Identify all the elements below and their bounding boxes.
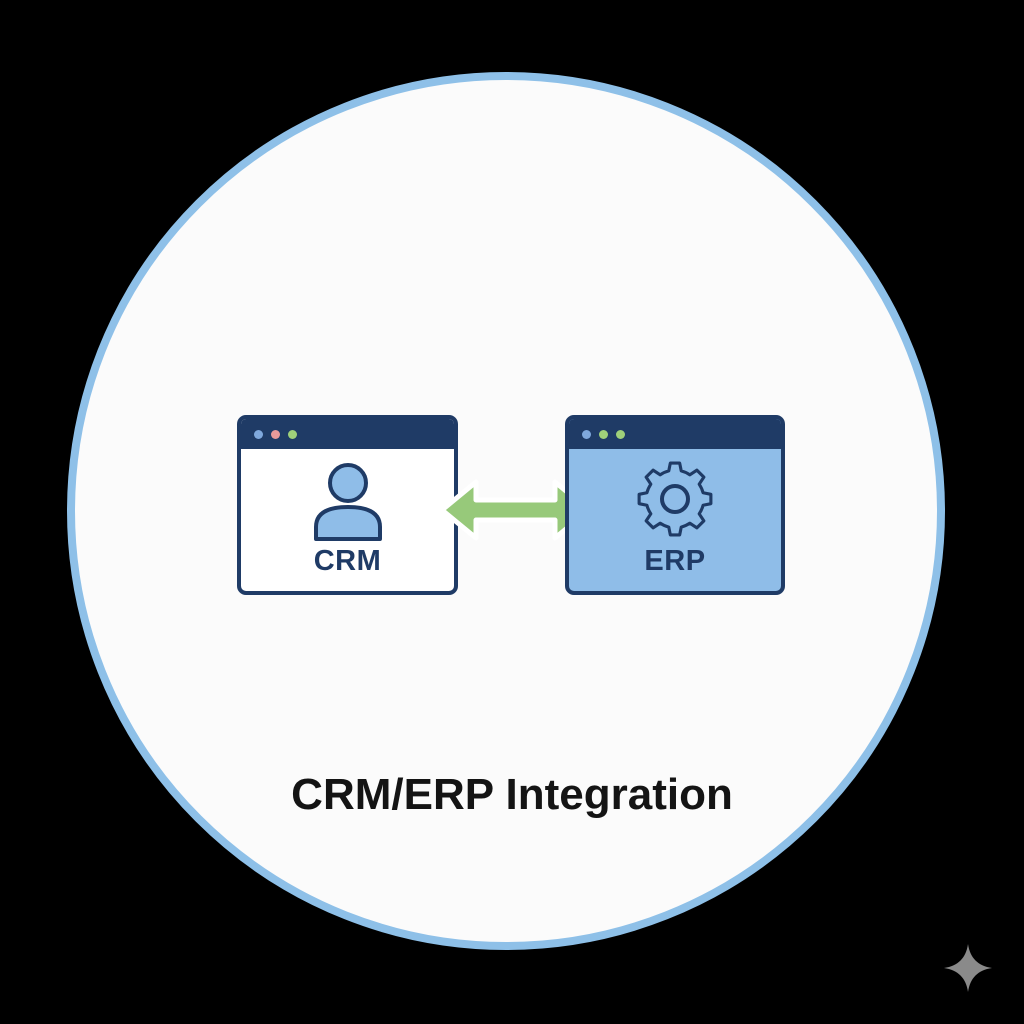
crm-window-titlebar [241, 419, 454, 449]
window-dot-green [288, 430, 297, 439]
crm-window: CRM [237, 415, 458, 595]
sparkle-icon [944, 944, 992, 992]
erp-window: ERP [565, 415, 785, 595]
crm-label: CRM [313, 545, 382, 577]
window-dot-red [271, 430, 280, 439]
erp-window-titlebar [569, 419, 781, 449]
user-icon [314, 463, 382, 541]
window-dot-green [616, 430, 625, 439]
erp-label: ERP [644, 545, 706, 577]
gear-icon [637, 461, 713, 537]
window-dot-green [599, 430, 608, 439]
window-dot-blue [254, 430, 263, 439]
window-dot-blue [582, 430, 591, 439]
caption-title: CRM/ERP Integration [291, 770, 733, 819]
